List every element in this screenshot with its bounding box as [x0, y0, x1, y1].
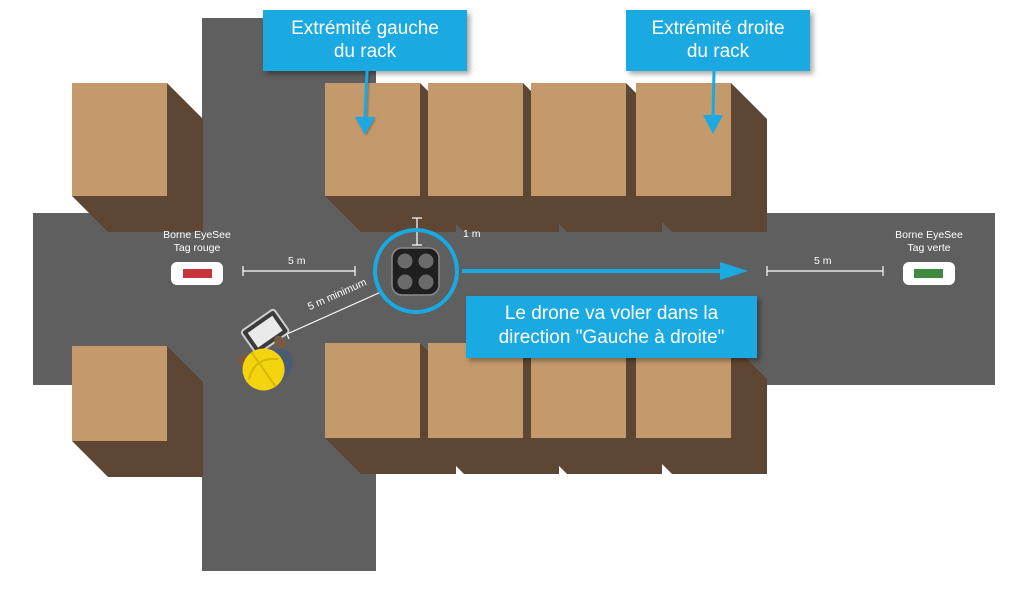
callout-right-end-line2: du rack	[686, 41, 750, 62]
rack-box-lower-2-top	[428, 343, 523, 438]
rack-box-lower-1	[325, 343, 456, 474]
operator-with-tablet-icon	[238, 308, 293, 391]
rack-box-lower-1-side	[325, 343, 456, 474]
rack-box-lower-2	[428, 343, 559, 474]
box-bottom-left-top	[72, 346, 167, 441]
callout-direction-line2: direction "Gauche à droite"	[498, 327, 725, 348]
rack-box-upper-1-top	[325, 83, 420, 196]
rack-box-lower-3-side	[531, 343, 662, 474]
rack-box-lower-1-top	[325, 343, 420, 438]
rack-box-upper-2-side	[428, 83, 559, 232]
callout-left-end-line1: Extrémité gauche	[291, 18, 439, 39]
tag-green-fill	[914, 269, 943, 278]
rack-box-upper-4	[636, 83, 767, 232]
rack-box-lower-4	[636, 343, 767, 474]
rack-box-upper-4-side	[636, 83, 767, 232]
rack-box-upper-3	[531, 83, 662, 232]
rack-box-upper-1-side	[325, 83, 456, 232]
rack-box-upper-2	[428, 83, 559, 232]
tag-red-fill	[183, 269, 212, 278]
rack-box-upper-3-side	[531, 83, 662, 232]
rack-box-lower-3	[531, 343, 662, 474]
arrow-right-icon	[462, 262, 748, 280]
rack-box-upper-1	[325, 83, 456, 232]
callout-right-end-line1: Extrémité droite	[651, 18, 785, 39]
callout-direction-line1: Le drone va voler dans la	[504, 303, 719, 324]
rack-box-upper-4-top	[636, 83, 731, 196]
rack-box-upper-2-top	[428, 83, 523, 196]
rack-box-lower-4-side	[636, 343, 767, 474]
rack-box-lower-4-top	[636, 343, 731, 438]
operator-distance-line	[286, 291, 382, 335]
right-gap-label: 5 m	[814, 255, 832, 267]
drone-icon	[373, 228, 459, 314]
beacon-tag-right	[903, 262, 955, 285]
beacon-tag-left	[171, 262, 223, 285]
callout-left-end-line2: du rack	[333, 41, 397, 62]
left-gap-label: 5 m	[288, 255, 306, 267]
drone-height-label: 1 m	[463, 228, 481, 240]
callout-left-end: Extrémité gauche du rack	[263, 10, 467, 71]
callout-right-end: Extrémité droite du rack	[626, 10, 810, 71]
rack-box-lower-3-top	[531, 343, 626, 438]
rack-box-upper-3-top	[531, 83, 626, 196]
beacon-left-line1: Borne EyeSee	[163, 229, 231, 241]
rack-box-lower-2-side	[428, 343, 559, 474]
beacon-right-label: Borne EyeSee Tag verte	[882, 229, 976, 255]
box-top-left-side	[72, 83, 203, 232]
callout-direction: Le drone va voler dans la direction "Gau…	[466, 296, 757, 358]
drone-ring	[373, 228, 459, 314]
box-top-left-top	[72, 83, 167, 196]
box-bottom-left	[72, 346, 203, 477]
box-bottom-left-side	[72, 346, 203, 477]
beacon-left-label: Borne EyeSee Tag rouge	[150, 229, 244, 255]
rack-boxes	[72, 83, 767, 477]
beacon-right-line1: Borne EyeSee	[895, 229, 963, 241]
beacon-right-line2: Tag verte	[907, 242, 951, 254]
beacon-left-line2: Tag rouge	[173, 242, 221, 254]
box-top-left	[72, 83, 203, 232]
